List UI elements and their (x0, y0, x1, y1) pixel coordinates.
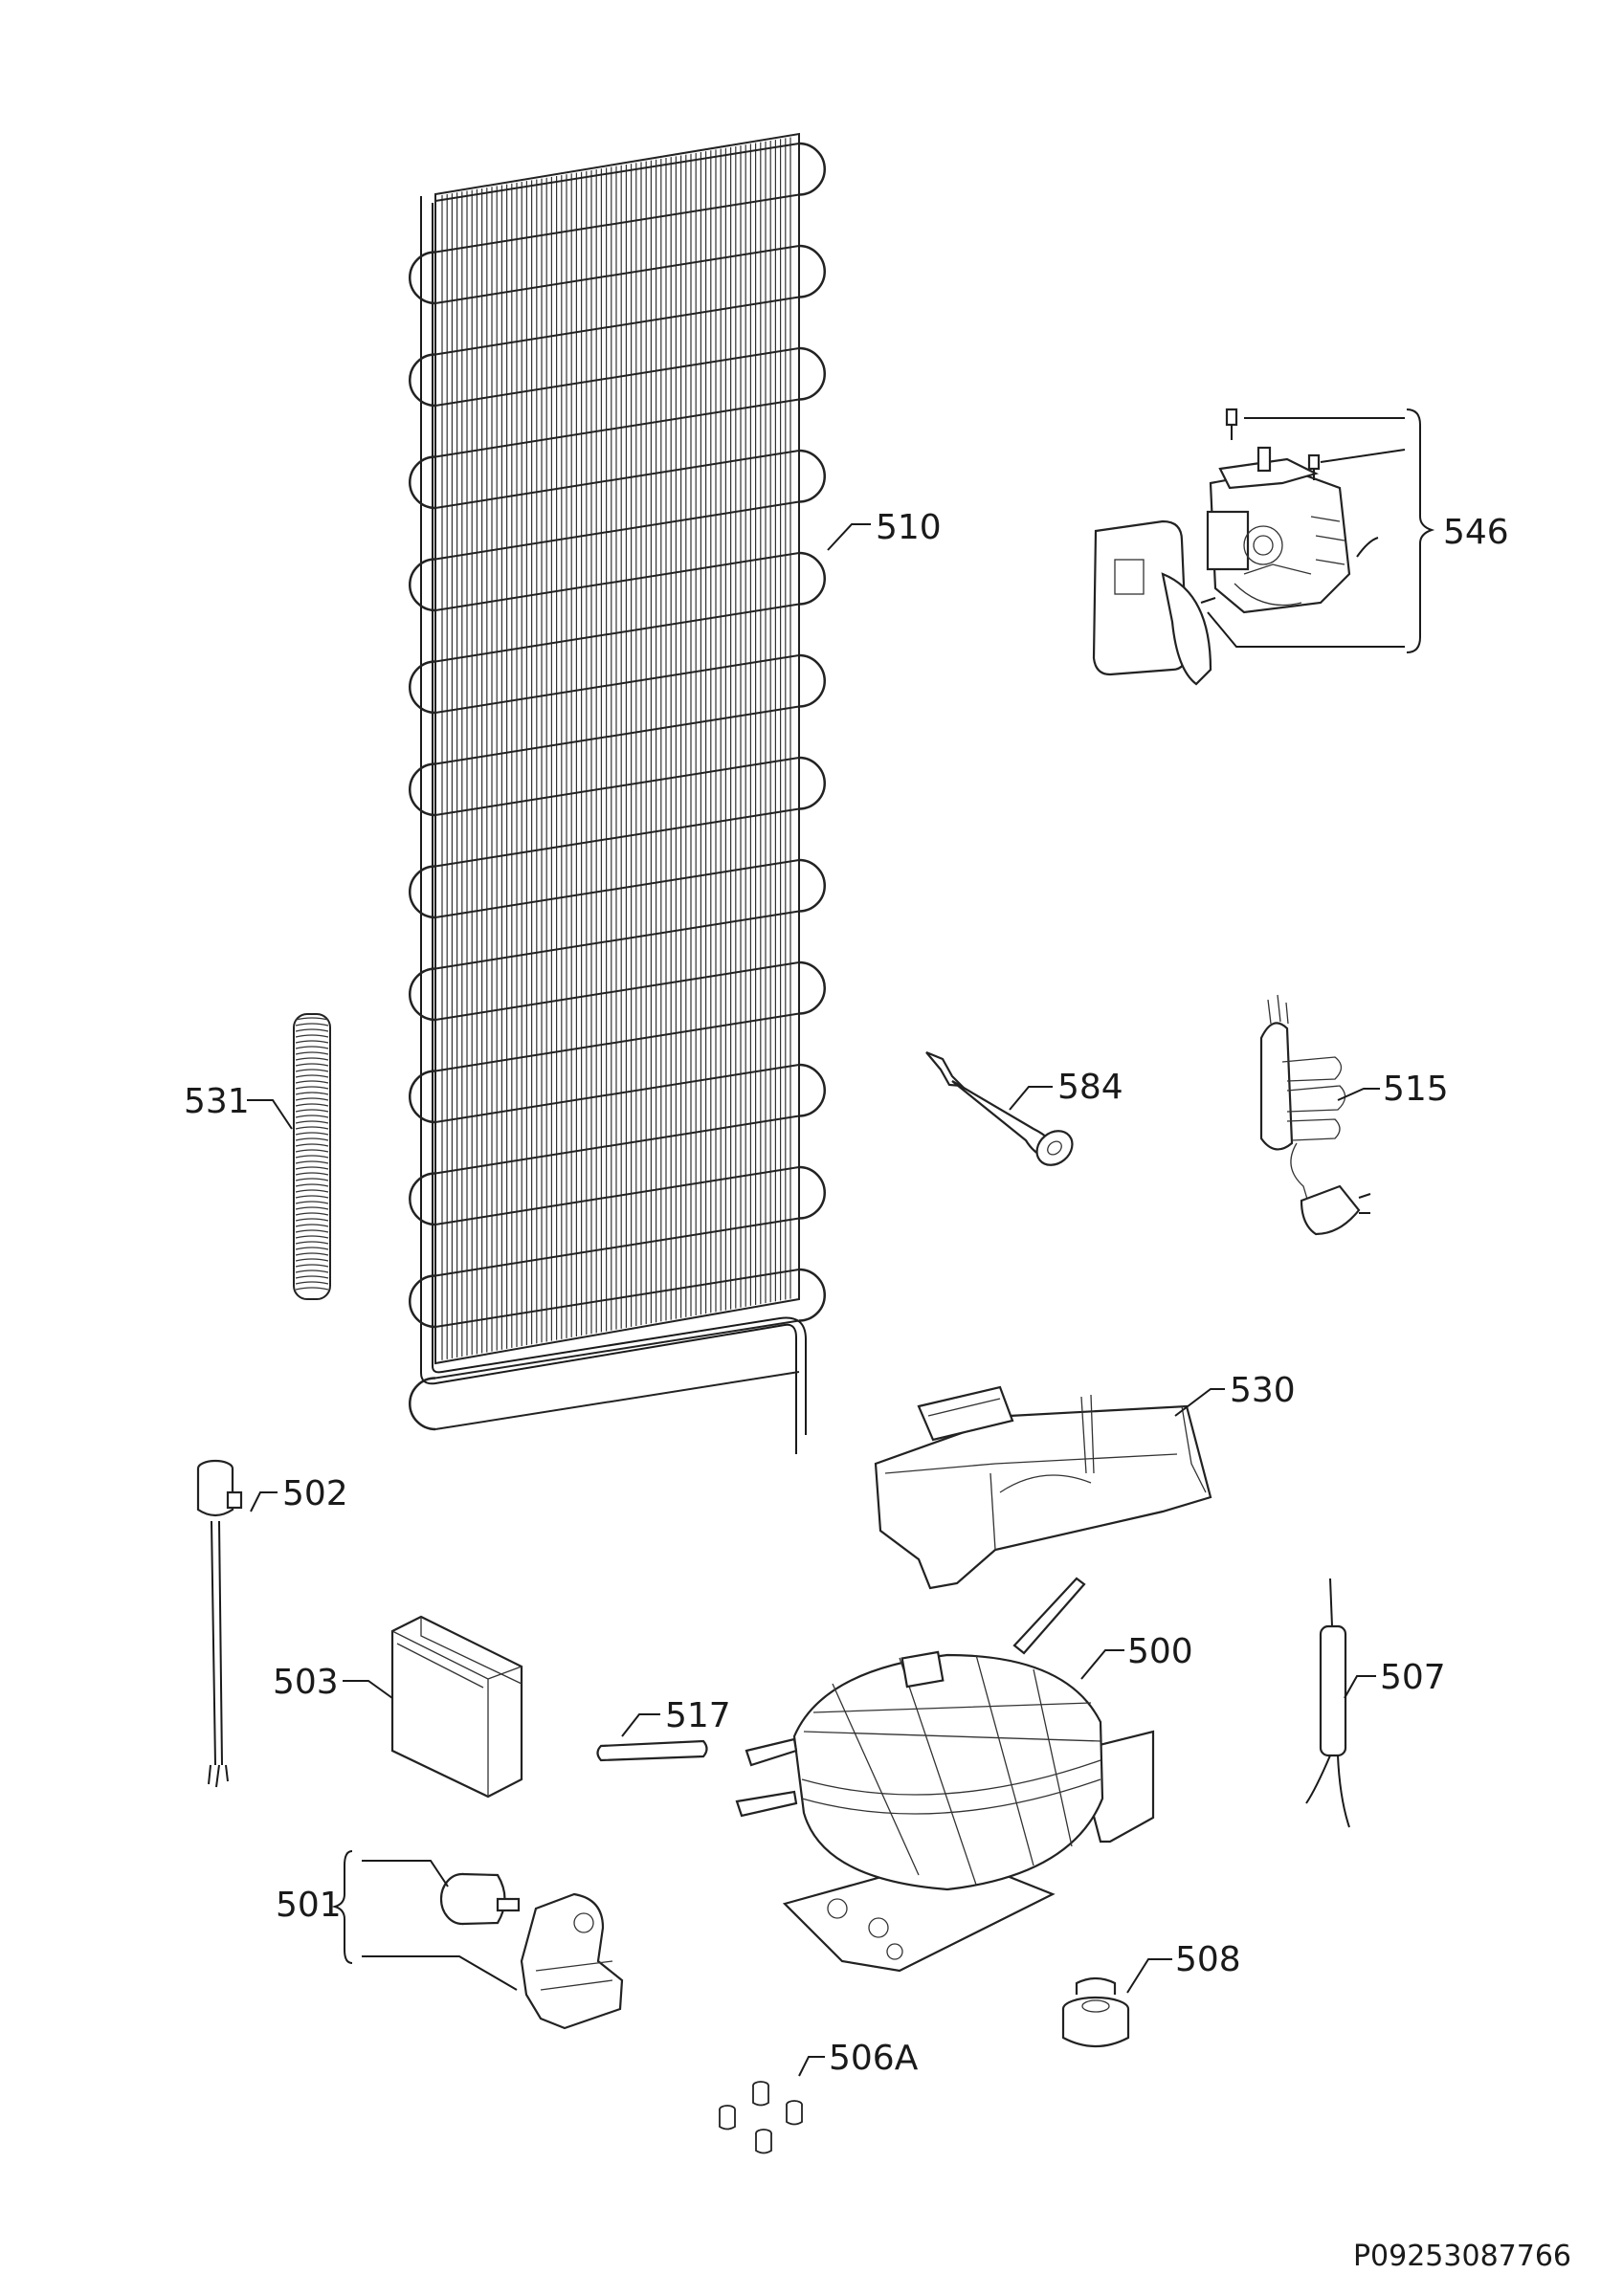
relay-box-part-503 (343, 1615, 523, 1799)
callout-503: 503 (273, 1663, 339, 1702)
document-id: P09253087766 (1353, 2240, 1571, 2273)
callout-546: 546 (1443, 513, 1509, 552)
filter-drier-part-507 (1305, 1578, 1376, 1828)
callout-515: 515 (1383, 1070, 1449, 1109)
callout-530: 530 (1230, 1371, 1296, 1410)
condenser-part-510 (409, 132, 826, 1454)
leader-510 (827, 523, 871, 551)
spring-part-531 (293, 1013, 331, 1300)
callout-517: 517 (665, 1696, 731, 1735)
callout-507: 507 (1380, 1658, 1446, 1697)
callout-531: 531 (184, 1082, 250, 1121)
control-assembly-part-546 (1092, 408, 1435, 686)
callout-502: 502 (282, 1474, 348, 1513)
tube-part-517 (596, 1713, 708, 1762)
callout-508: 508 (1175, 1940, 1241, 1979)
probe-part-584 (925, 1050, 1074, 1166)
callout-506A: 506A (829, 2039, 919, 2078)
callout-501: 501 (276, 1886, 342, 1925)
grommet-part-508 (1061, 1958, 1172, 2047)
compressor-part-500 (735, 1577, 1155, 1973)
starter-relay-part-501 (331, 1850, 624, 2030)
sensor-part-502 (196, 1459, 278, 1788)
callout-500: 500 (1127, 1632, 1193, 1671)
callout-510: 510 (876, 508, 942, 547)
condenser-fins (441, 137, 791, 1360)
callout-584: 584 (1057, 1068, 1123, 1107)
spacers-part-506A (719, 2056, 825, 2154)
drip-tray-part-530 (874, 1385, 1225, 1590)
leader-531 (247, 1099, 293, 1130)
heater-wire-part-515 (1259, 994, 1380, 1236)
condenser-tube-loops (409, 142, 826, 1431)
